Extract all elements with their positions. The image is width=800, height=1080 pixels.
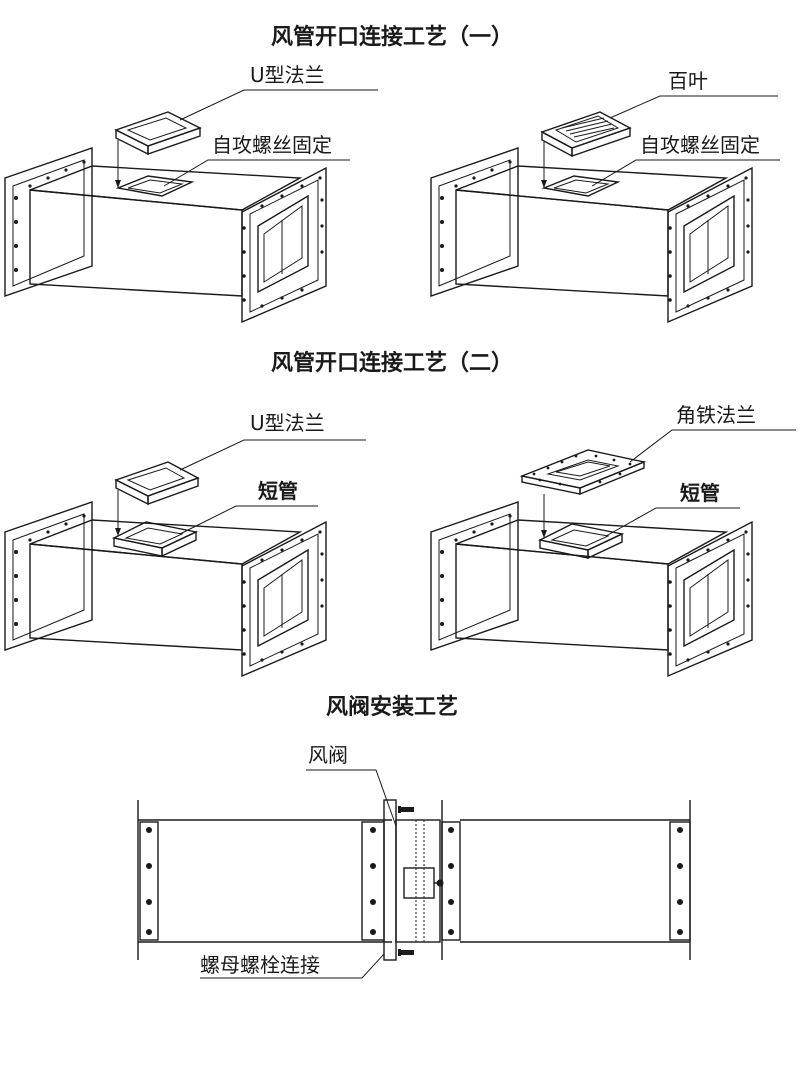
duct-s2-right: [430, 429, 796, 677]
s2-right-short-pipe-label: 短管: [680, 481, 720, 505]
s2-right-angle-flange-label: 角铁法兰: [676, 403, 756, 427]
duct-s1-right: [430, 95, 780, 323]
s1-left-u-flange-label: U型法兰: [250, 63, 325, 87]
s1-left-screw-label: 自攻螺丝固定: [212, 133, 332, 157]
s1-right-louver-label: 百叶: [668, 69, 708, 93]
duct-s1-left: [4, 89, 378, 323]
section2-title: 风管开口连接工艺（二）: [271, 350, 513, 376]
s3-bolt-connection-label: 螺母螺栓连接: [200, 953, 320, 977]
s2-left-short-pipe-label: 短管: [258, 479, 298, 503]
s2-left-u-flange-label: U型法兰: [250, 411, 325, 435]
duct-s2-left: [4, 439, 366, 677]
s3-valve-label: 风阀: [308, 743, 348, 767]
s1-right-screw-label: 自攻螺丝固定: [640, 133, 760, 157]
section1-title: 风管开口连接工艺（一）: [271, 24, 513, 50]
valve-assembly: [137, 769, 691, 979]
section3-title: 风阀安装工艺: [326, 694, 458, 720]
